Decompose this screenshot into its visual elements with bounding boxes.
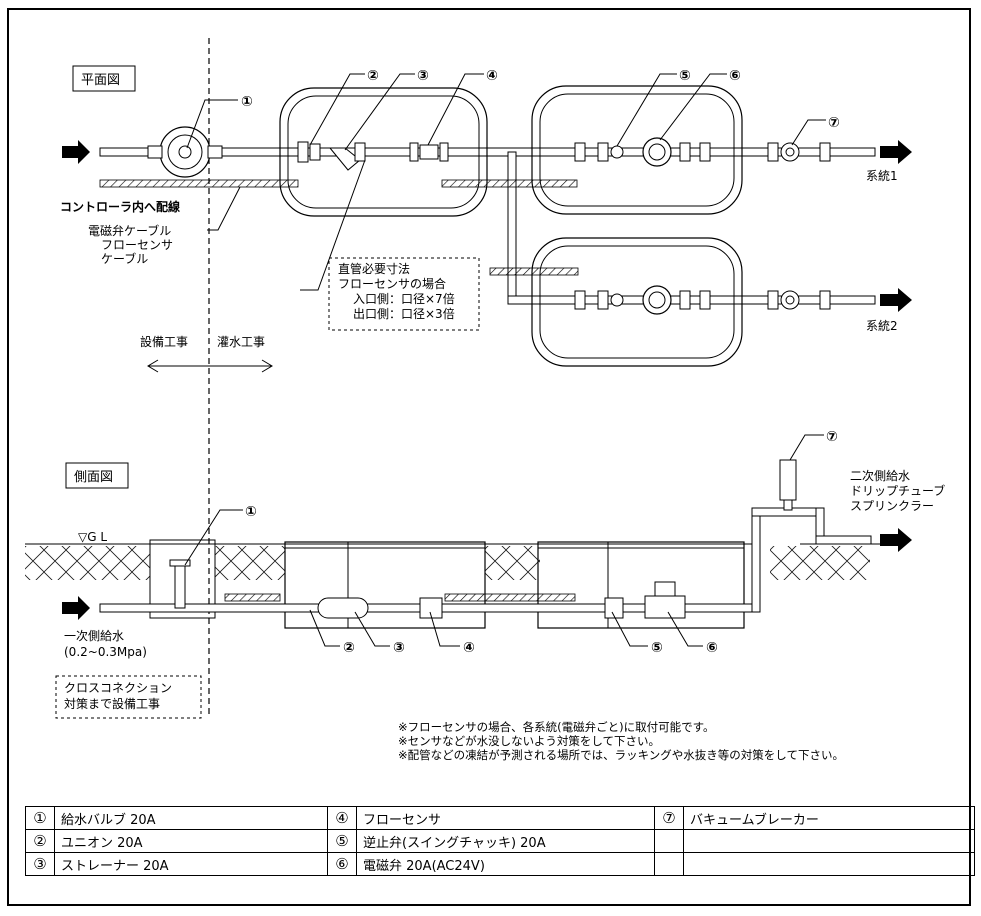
callout-3: ③: [417, 68, 429, 84]
legend-num: ④: [327, 806, 357, 830]
legend-num: ⑥: [327, 852, 357, 876]
system2-label: 系統2: [866, 319, 898, 333]
legend-num: ②: [25, 829, 55, 853]
legend-row: ① 給水バルブ 20A ④ フローセンサ ⑦ バキュームブレーカー: [25, 806, 975, 830]
secondary-arrow-icon: [880, 528, 912, 552]
check-valve-icon: [610, 145, 624, 159]
irrigation-work-label: 灌水工事: [217, 335, 265, 349]
cross-connection-label-2: 対策まで設備工事: [64, 696, 160, 711]
legend-row: ③ ストレーナー 20A ⑥ 電磁弁 20A(AC24V): [25, 852, 975, 876]
callout-5: ⑤: [679, 68, 691, 84]
legend-text: ユニオン 20A: [54, 829, 328, 853]
drawing-frame: [7, 8, 971, 906]
valve-box-1: [279, 87, 488, 217]
parts-legend-table: ① 給水バルブ 20A ④ フローセンサ ⑦ バキュームブレーカー ② ユニオン…: [25, 806, 975, 876]
straight-pipe-line-2: フローセンサの場合: [338, 276, 446, 291]
solenoid-valve-icon: [642, 137, 672, 167]
primary-pressure-label: (0.2~0.3Mpa): [64, 645, 147, 659]
side-box-1: [284, 541, 486, 629]
straight-pipe-line-3: 入口側：口径×7倍: [353, 291, 455, 306]
legend-row: ② ユニオン 20A ⑤ 逆止弁(スイングチャッキ) 20A: [25, 829, 975, 853]
valve-box-3: [531, 237, 743, 367]
outlet-arrow-icon: [880, 140, 912, 164]
system1-label: 系統1: [866, 169, 898, 183]
note-3: ※配管などの凍結が予測される場所では、ラッキングや水抜き等の対策をして下さい。: [398, 748, 844, 762]
cable-label-1: 電磁弁ケーブル: [88, 223, 171, 238]
outlet-arrow-2-icon: [880, 288, 912, 312]
strainer-side-icon: [317, 597, 369, 619]
straight-pipe-line-4: 出口側：口径×3倍: [353, 306, 455, 321]
cable-label-2: フローセンサ: [101, 238, 173, 252]
legend-num: [654, 829, 684, 853]
legend-text: ストレーナー 20A: [54, 852, 328, 876]
legend-num: ①: [25, 806, 55, 830]
flow-sensor-icon: [419, 144, 439, 160]
callout-side-7: ⑦: [826, 429, 838, 445]
legend-text: 電磁弁 20A(AC24V): [356, 852, 655, 876]
branch-pipe: [507, 151, 517, 303]
legend-num: ⑤: [327, 829, 357, 853]
vacuum-breaker-side-icon: [779, 459, 797, 501]
legend-num: [654, 852, 684, 876]
vacuum-breaker-icon: [780, 142, 800, 162]
sprinkler-label: スプリンクラー: [850, 499, 934, 513]
callout-1: ①: [241, 94, 253, 110]
plan-view-title: 平面図: [81, 73, 120, 88]
to-controller-label: コントローラ内へ配線: [60, 199, 180, 214]
gl-label: ▽G L: [78, 530, 107, 544]
drip-tube-label: ドリップチューブ: [850, 483, 945, 498]
straight-pipe-title: 直管必要寸法: [338, 261, 410, 276]
callout-side-2: ②: [343, 640, 355, 656]
cross-connection-label: クロスコネクション: [64, 681, 172, 695]
legend-text: [683, 852, 975, 876]
legend-text: フローセンサ: [356, 806, 655, 830]
check-valve-side-icon: [604, 597, 624, 619]
secondary-supply-label: 二次側給水: [850, 469, 910, 483]
legend-text: バキュームブレーカー: [683, 806, 975, 830]
inlet-arrow-icon: [62, 140, 90, 164]
system2-pipe: [507, 295, 876, 305]
note-2: ※センサなどが水没しないよう対策をして下さい。: [398, 734, 661, 748]
callout-2: ②: [367, 68, 379, 84]
legend-text: 給水バルブ 20A: [54, 806, 328, 830]
soil-hatch: [25, 546, 150, 580]
side-box-2: [537, 541, 745, 629]
callout-side-6: ⑥: [706, 640, 718, 656]
callout-side-3: ③: [393, 640, 405, 656]
flow-sensor-side-icon: [419, 597, 443, 619]
solenoid-side-icon: [644, 595, 686, 619]
callout-4: ④: [486, 68, 498, 84]
valve-box-2: [531, 85, 743, 215]
side-view-title: 側面図: [74, 470, 113, 485]
legend-num: ③: [25, 852, 55, 876]
note-1: ※フローセンサの場合、各系統(電磁弁ごと)に取付可能です。: [398, 720, 715, 734]
legend-num: ⑦: [654, 806, 684, 830]
callout-7: ⑦: [828, 115, 840, 131]
callout-side-1: ①: [245, 504, 257, 520]
legend-text: 逆止弁(スイングチャッキ) 20A: [356, 829, 655, 853]
callout-side-4: ④: [463, 640, 475, 656]
supply-valve-side-icon: [174, 563, 186, 609]
facility-work-label: 設備工事: [140, 334, 188, 349]
cable-strip: [99, 179, 299, 188]
callout-side-5: ⑤: [651, 640, 663, 656]
valve-pit: [149, 539, 216, 619]
primary-supply-label: 一次側給水: [64, 629, 124, 643]
inlet-arrow-side-icon: [62, 596, 90, 620]
callout-6: ⑥: [729, 68, 741, 84]
legend-text: [683, 829, 975, 853]
cable-label-3: ケーブル: [101, 251, 148, 266]
